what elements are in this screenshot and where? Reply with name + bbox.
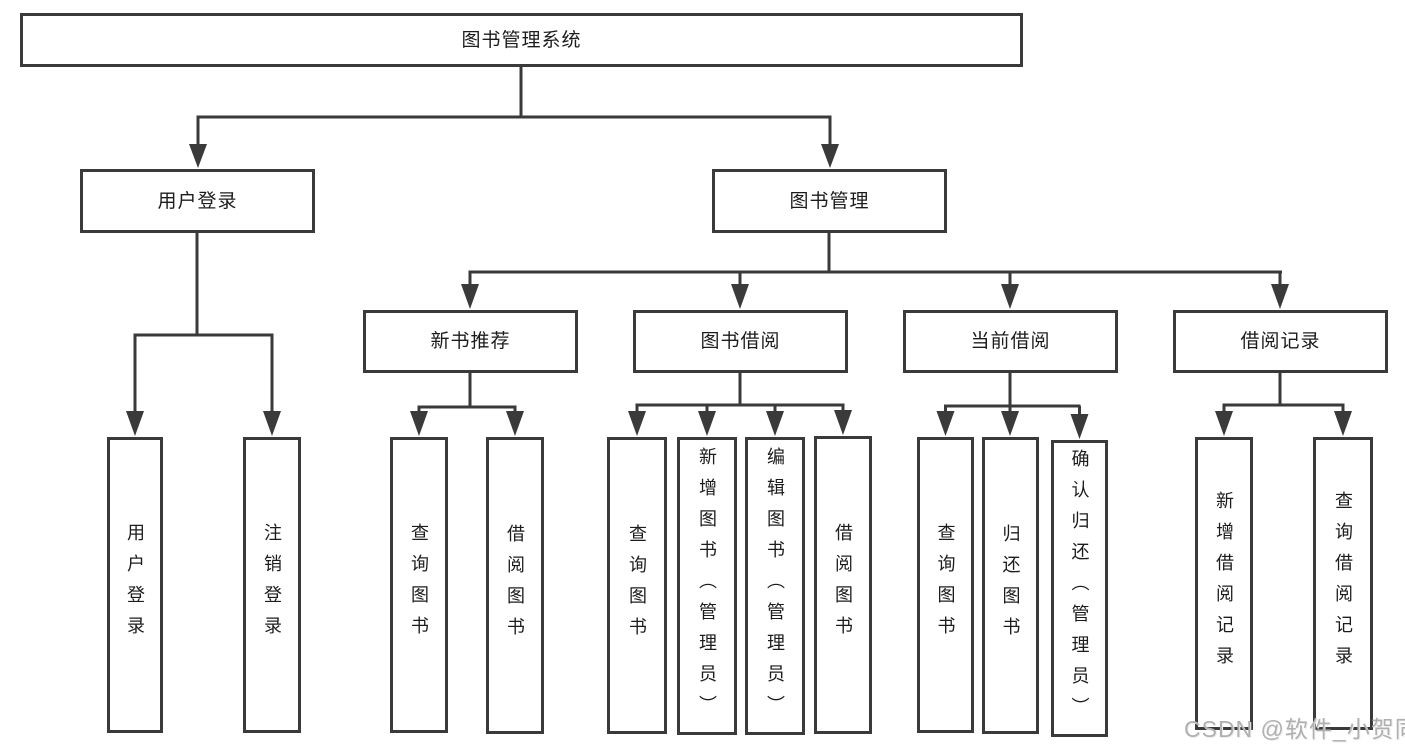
connector-borrow-records bbox=[1215, 373, 1352, 436]
leaf-edit-book-admin-label: 编辑图书（管理员） bbox=[765, 446, 785, 726]
leaf-user-login: 用户登录 bbox=[107, 437, 163, 733]
leaf-add-borrow-record: 新增借阅记录 bbox=[1195, 437, 1253, 730]
node-new-book-recommend: 新书推荐 bbox=[363, 310, 578, 373]
leaf-user-login-label: 用户登录 bbox=[125, 523, 145, 647]
connector-book-management bbox=[461, 233, 1289, 309]
node-book-management: 图书管理 bbox=[712, 169, 947, 233]
connector-current-borrow bbox=[936, 373, 1089, 439]
leaf-borrow-books-recommend: 借阅图书 bbox=[486, 437, 544, 734]
node-book-management-label: 图书管理 bbox=[789, 190, 870, 212]
node-user-login-label: 用户登录 bbox=[157, 190, 238, 212]
leaf-confirm-return-admin: 确认归还（管理员） bbox=[1051, 440, 1108, 737]
leaf-confirm-return-admin-label: 确认归还（管理员） bbox=[1069, 449, 1090, 728]
leaf-logout: 注销登录 bbox=[243, 437, 301, 733]
leaf-return-books: 归还图书 bbox=[982, 437, 1039, 734]
leaf-return-books-label: 归还图书 bbox=[1000, 523, 1021, 648]
node-new-book-recommend-label: 新书推荐 bbox=[430, 331, 511, 352]
leaf-query-borrow-record: 查询借阅记录 bbox=[1313, 437, 1373, 730]
node-user-login: 用户登录 bbox=[80, 169, 315, 233]
leaf-query-borrow-record-label: 查询借阅记录 bbox=[1333, 490, 1353, 677]
leaf-query-books-borrow-label: 查询图书 bbox=[627, 523, 647, 648]
leaf-add-book-admin: 新增图书（管理员） bbox=[677, 437, 737, 735]
leaf-borrow-books: 借阅图书 bbox=[814, 436, 872, 734]
node-root: 图书管理系统 bbox=[20, 13, 1023, 67]
leaf-borrow-books-recommend-label: 借阅图书 bbox=[505, 523, 525, 648]
node-current-borrow: 当前借阅 bbox=[903, 310, 1118, 373]
node-book-borrow: 图书借阅 bbox=[633, 310, 848, 373]
leaf-query-books-current: 查询图书 bbox=[917, 437, 974, 733]
node-borrow-records: 借阅记录 bbox=[1173, 310, 1388, 373]
connector-user-login bbox=[126, 233, 281, 436]
leaf-borrow-books-label: 借阅图书 bbox=[833, 523, 853, 647]
leaf-query-books-borrow: 查询图书 bbox=[607, 437, 667, 734]
connector-new-book-recommend bbox=[410, 373, 524, 436]
leaf-logout-label: 注销登录 bbox=[262, 523, 282, 647]
leaf-query-books-recommend: 查询图书 bbox=[390, 437, 448, 733]
leaf-add-borrow-record-label: 新增借阅记录 bbox=[1214, 490, 1234, 677]
leaf-query-books-current-label: 查询图书 bbox=[935, 523, 956, 647]
node-borrow-records-label: 借阅记录 bbox=[1240, 331, 1321, 352]
node-root-label: 图书管理系统 bbox=[461, 29, 582, 51]
leaf-query-books-recommend-label: 查询图书 bbox=[409, 523, 429, 647]
connector-book-borrow bbox=[628, 373, 852, 436]
leaf-add-book-admin-label: 新增图书（管理员） bbox=[697, 446, 717, 726]
node-current-borrow-label: 当前借阅 bbox=[970, 331, 1051, 352]
node-book-borrow-label: 图书借阅 bbox=[700, 331, 781, 352]
leaf-edit-book-admin: 编辑图书（管理员） bbox=[745, 437, 805, 735]
connector-root bbox=[189, 67, 839, 168]
watermark: CSDN @软件_小贺同学 bbox=[1184, 716, 1405, 742]
